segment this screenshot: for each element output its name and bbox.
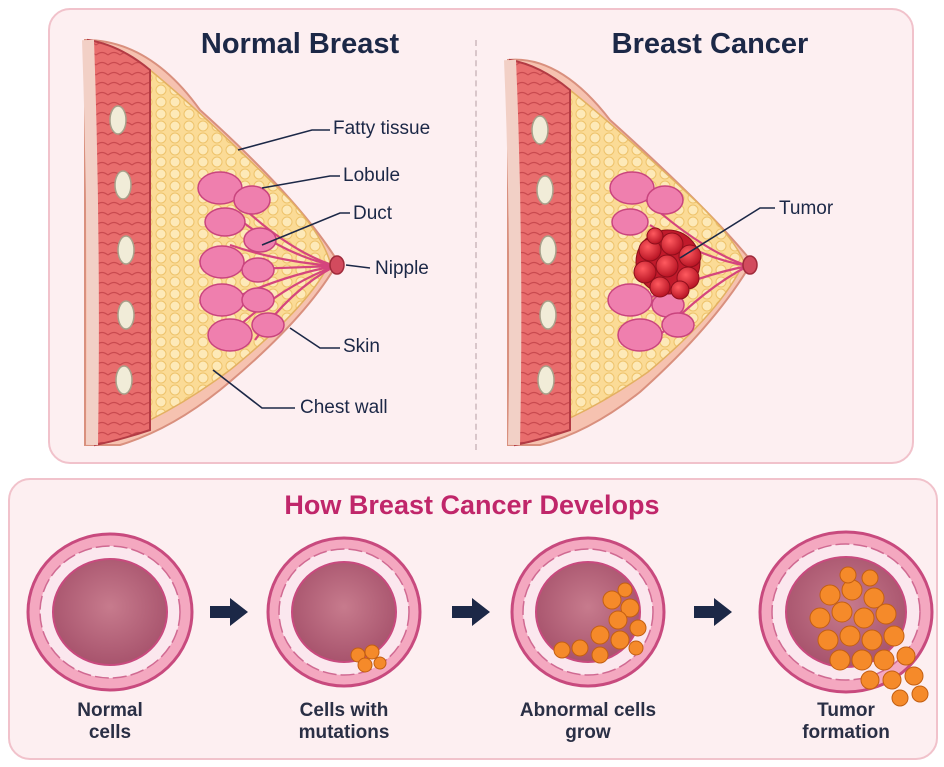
label-lobule: Lobule xyxy=(343,165,400,187)
cancer-nipple xyxy=(743,256,757,274)
breast-cancer-title: Breast Cancer xyxy=(560,28,860,61)
normal-breast-diagram xyxy=(85,40,370,445)
label-nipple: Nipple xyxy=(375,258,429,280)
arrow-icon xyxy=(210,598,248,626)
label-chest-wall: Chest wall xyxy=(300,397,388,419)
normal-breast-title: Normal Breast xyxy=(150,28,450,61)
development-title: How Breast Cancer Develops xyxy=(0,490,944,521)
label-fatty-tissue: Fatty tissue xyxy=(333,118,430,140)
label-tumor: Tumor xyxy=(779,198,833,220)
normal-nipple xyxy=(330,256,344,274)
stage-tumor-formation xyxy=(760,532,932,706)
label-duct: Duct xyxy=(353,203,392,225)
stage-normal-cells xyxy=(28,534,192,690)
arrow-icon xyxy=(694,598,732,626)
stage-cells-with-mutations xyxy=(268,538,420,686)
stage-abnormal-cells-grow xyxy=(512,538,664,686)
label-skin: Skin xyxy=(343,336,380,358)
cancer-breast-diagram xyxy=(508,60,775,445)
arrow-icon xyxy=(452,598,490,626)
